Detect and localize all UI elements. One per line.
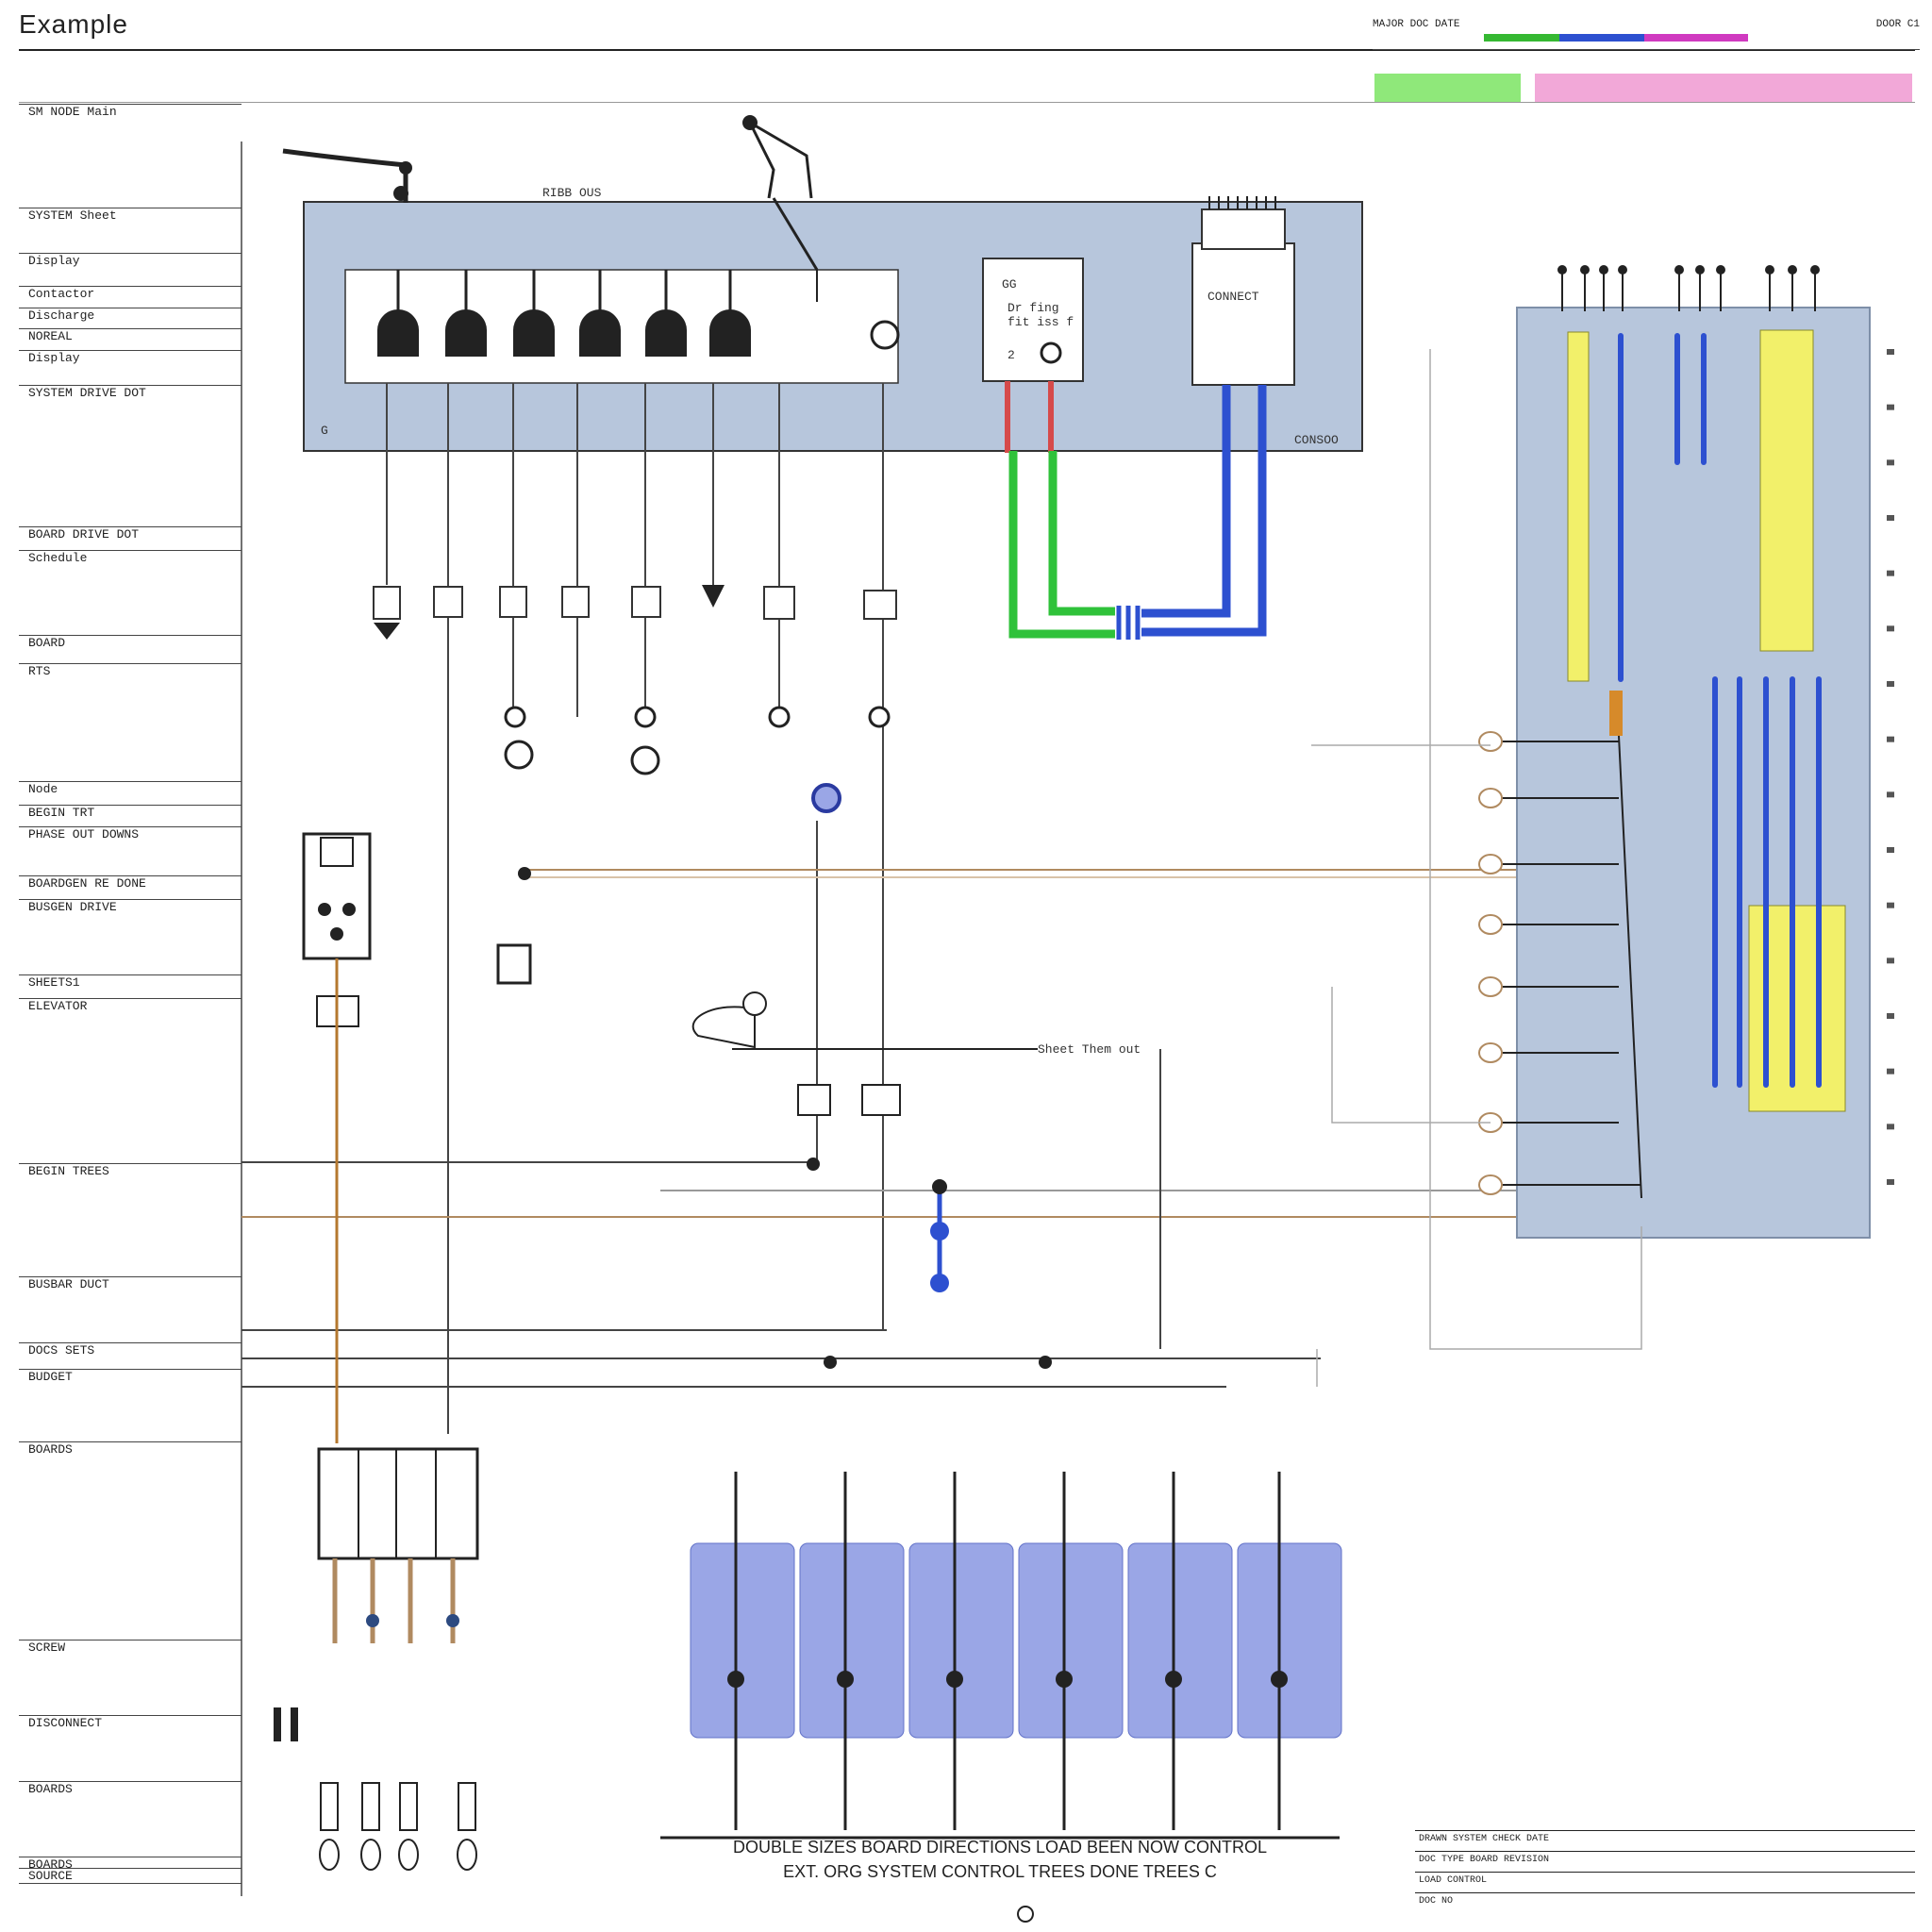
- legend-item: BOARD DRIVE DOT: [19, 526, 242, 541]
- pin-dot: [1887, 404, 1894, 410]
- breaker-row: [377, 270, 900, 357]
- pin-dot: [1887, 459, 1894, 466]
- pin-dot: [1887, 847, 1894, 853]
- title-block-row: DOC TYPE BOARD REVISION: [1419, 1855, 1550, 1865]
- top-right-header-left: MAJOR DOC DATE: [1373, 19, 1460, 30]
- footer-caption-line1: DOUBLE SIZES BOARD DIRECTIONS LOAD BEEN …: [732, 1838, 1268, 1857]
- top-panel-label: RIBB OUS: [542, 186, 602, 200]
- pin-dot: [1887, 1179, 1894, 1185]
- title-block-row: LOAD CONTROL: [1419, 1875, 1488, 1886]
- breaker-symbol: [579, 270, 621, 357]
- fuse-symbol: [930, 1179, 949, 1292]
- legend-item: Schedule: [19, 550, 242, 565]
- legend-item: BOARD: [19, 635, 242, 650]
- relay-label: GG: [1002, 277, 1017, 291]
- connector-unit: CONNECT: [1191, 196, 1295, 386]
- relay-label: fit iss f: [1008, 315, 1074, 329]
- legend-panel: SM NODE Main SYSTEM Sheet Display Contac…: [19, 102, 242, 1894]
- legend-item: Contactor: [19, 286, 242, 301]
- title-block-row: DRAWN SYSTEM CHECK DATE: [1419, 1834, 1550, 1844]
- green-swatch: [1374, 74, 1521, 102]
- legend-item: BEGIN TREES: [19, 1163, 242, 1178]
- color-bar: [1484, 34, 1559, 42]
- pin-dot: [1887, 902, 1894, 908]
- legend-item: BUSBAR DUCT: [19, 1276, 242, 1291]
- color-bar: [1559, 34, 1644, 42]
- color-bar: [1644, 34, 1748, 42]
- breaker-symbol: [645, 270, 687, 357]
- relay-label: 2: [1008, 348, 1015, 362]
- legend-item: BEGIN TRT: [19, 805, 242, 820]
- top-panel-left-mark: G: [321, 424, 328, 438]
- pink-swatch: [1535, 74, 1912, 102]
- pin-dot: [1887, 349, 1894, 355]
- breaker-symbol: [709, 270, 751, 357]
- mid-annotation: Sheet Them out: [1038, 1042, 1141, 1057]
- legend-item: SOURCE: [19, 1868, 242, 1884]
- legend-item: DISCONNECT: [19, 1715, 242, 1730]
- top-panel: RIBB OUS G CONSOO: [303, 186, 1363, 452]
- legend-item: Display: [19, 350, 242, 365]
- right-panel: [1478, 265, 1871, 1239]
- legend-item: BOARDGEN RE DONE: [19, 875, 242, 891]
- pin-dot: [1887, 570, 1894, 576]
- title-block-row: DOC NO: [1419, 1896, 1454, 1907]
- right-pin-dots: [1887, 349, 1894, 1185]
- socket-outlet: [302, 832, 372, 1443]
- connector-label: CONNECT: [1208, 290, 1259, 304]
- legend-item: SYSTEM Sheet: [19, 208, 242, 223]
- title-block: DRAWN SYSTEM CHECK DATE DOC TYPE BOARD R…: [1415, 1830, 1915, 1915]
- legend-item: Node: [19, 781, 242, 796]
- legend-item: Display: [19, 253, 242, 268]
- legend-item: SCREW: [19, 1640, 242, 1655]
- breaker-symbol: [377, 270, 419, 357]
- page-center-mark: [1017, 1906, 1034, 1923]
- legend-item: PHASE OUT DOWNS: [19, 826, 242, 841]
- motor-modules: [660, 1356, 1342, 1840]
- relay-unit: GG Dr fing fit iss f 2: [982, 258, 1084, 382]
- pin-dot: [1887, 958, 1894, 964]
- pin-dot: [1887, 791, 1894, 798]
- relay-label: Dr fing: [1008, 301, 1059, 315]
- legend-item: BOARDS: [19, 1441, 242, 1457]
- legend-item: BUDGET: [19, 1369, 242, 1384]
- pin-dot: [1887, 1068, 1894, 1074]
- pin-dot: [1887, 736, 1894, 742]
- legend-item: DOCS SETS: [19, 1342, 242, 1357]
- top-panel-right-mark: CONSOO: [1294, 433, 1339, 447]
- page-title: Example: [19, 9, 128, 39]
- legend-item: ELEVATOR: [19, 998, 242, 1013]
- legend-item: BOARDS: [19, 1781, 242, 1796]
- header-divider: [19, 102, 1915, 103]
- top-right-header-right: DOOR C1: [1875, 19, 1920, 30]
- legend-item: RTS: [19, 663, 242, 678]
- pin-dot: [1887, 681, 1894, 687]
- fuse-block: [274, 1447, 479, 1871]
- legend-item: NOREAL: [19, 328, 242, 343]
- legend-item: SM NODE Main: [19, 104, 242, 119]
- meter-box: [496, 943, 532, 985]
- footer-caption: DOUBLE SIZES BOARD DIRECTIONS LOAD BEEN …: [660, 1835, 1340, 1884]
- breaker-symbol: [513, 270, 555, 357]
- legend-item: Discharge: [19, 308, 242, 323]
- pin-dot: [1887, 515, 1894, 521]
- top-right-block: MAJOR DOC DATE DOOR C1: [1373, 19, 1920, 104]
- title-divider: [19, 49, 1915, 51]
- legend-item: SHEETS1: [19, 974, 242, 990]
- pin-dot: [1887, 1124, 1894, 1130]
- legend-item: SYSTEM DRIVE DOT: [19, 385, 242, 400]
- legend-item: BUSGEN DRIVE: [19, 899, 242, 914]
- footer-caption-line2: EXT. ORG SYSTEM CONTROL TREES DONE TREES…: [783, 1862, 1217, 1881]
- pin-dot: [1887, 1013, 1894, 1019]
- breaker-symbol: [445, 270, 487, 357]
- pin-dot: [1887, 625, 1894, 632]
